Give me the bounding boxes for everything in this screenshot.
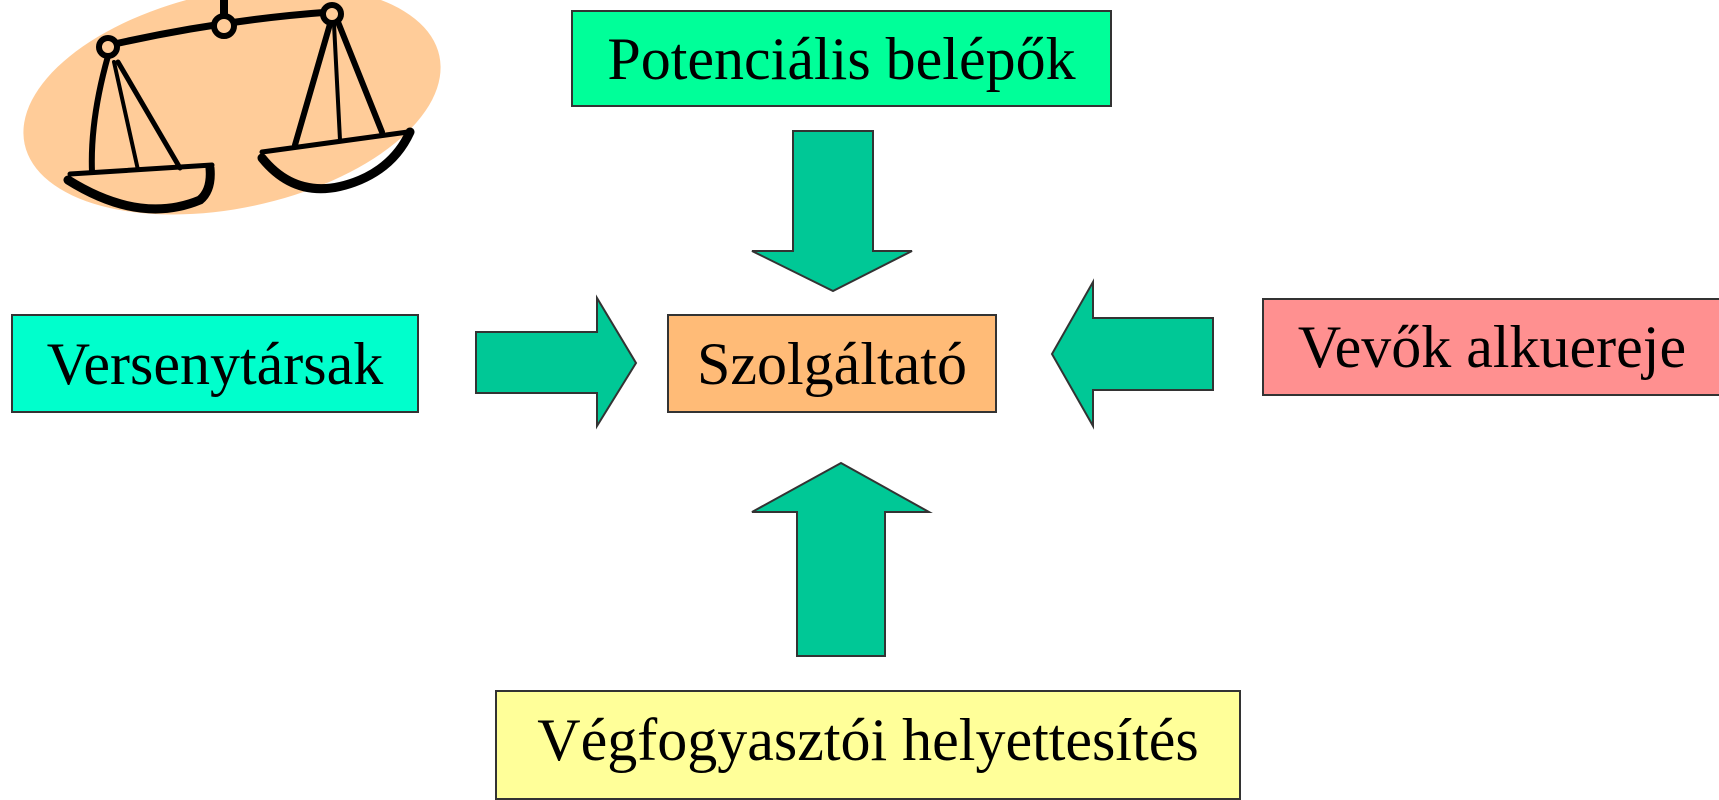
substitution-label: Végfogyasztói helyettesítés: [537, 707, 1199, 773]
competitors-box: Versenytársak: [11, 314, 419, 413]
buyer-bargaining-power-box: Vevők alkuereje: [1262, 298, 1719, 396]
potential-entrants-label: Potenciális belépők: [607, 25, 1076, 92]
service-provider-box: Szolgáltató: [667, 314, 997, 413]
arrow-left-from-right: [1050, 278, 1214, 430]
arrow-down-from-top: [751, 130, 913, 293]
balance-scale-icon: [63, 0, 415, 214]
buyer-bargaining-power-label: Vevők alkuereje: [1297, 314, 1687, 380]
service-provider-label: Szolgáltató: [697, 330, 967, 397]
potential-entrants-box: Potenciális belépők: [571, 10, 1112, 107]
arrow-up-from-bottom: [751, 461, 933, 657]
substitution-box: Végfogyasztói helyettesítés: [495, 690, 1241, 800]
competitors-label: Versenytársak: [46, 330, 384, 397]
balance-scale-clipart: [23, 0, 441, 215]
arrow-right-from-left: [475, 294, 638, 430]
